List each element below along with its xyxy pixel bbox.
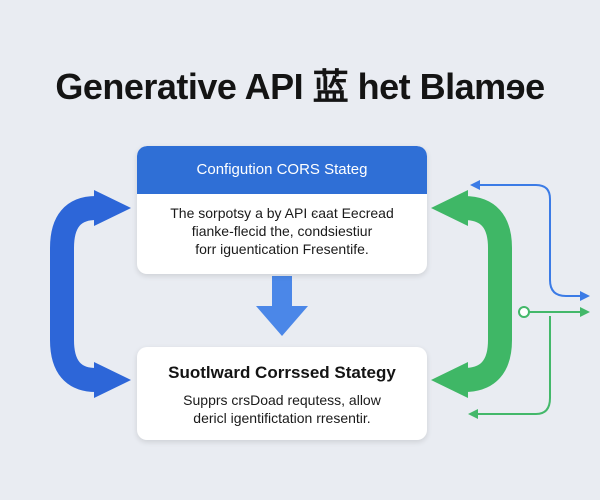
center-down-arrow-shaft [272,276,292,308]
right-loop-connector [463,196,512,392]
blue-side-line-left-arrowhead [470,180,480,190]
left-bottom-arrowhead [94,362,131,398]
top-box-body: The sorpotsy a by API єaat Eecread fiank… [137,194,427,258]
bottom-box-body: Supprs crsDoad requtess, allow dericl ig… [137,383,427,427]
green-side-line-node [518,306,530,318]
left-loop-connector [50,196,97,392]
bottom-box-heading: Suotlward Corrssed Stategy [168,363,396,382]
top-box-body-line: fianke-flecid the, condsiestiur [191,223,373,239]
diagram-title: Generative API 蓝 het Blamɘe [55,66,545,107]
top-box-body-line: forr iguentication Fresentife. [195,241,369,257]
green-return-line [476,316,551,415]
top-box: Configution CORS Stateg The sorpotsy a b… [137,146,427,274]
top-box-body-line: The sorpotsy a by API єaat Eecread [170,205,394,221]
right-bottom-arrowhead [431,362,468,398]
green-return-line-arrowhead [468,409,478,419]
bottom-box-body-line: Supprs crsDoad requtess, allow [183,392,381,408]
center-down-arrowhead [256,306,308,336]
green-side-line-right-arrowhead [580,307,590,317]
bottom-box: Suotlward Corrssed Stategy Supprs crsDoa… [137,347,427,440]
blue-side-line [478,184,582,297]
bottom-box-body-line: dericl igentifictation rresentir. [193,410,371,426]
top-box-heading: Configution CORS Stateg [137,146,427,194]
left-top-arrowhead [94,190,131,226]
blue-side-line-right-arrowhead [580,291,590,301]
right-top-arrowhead [431,190,468,226]
